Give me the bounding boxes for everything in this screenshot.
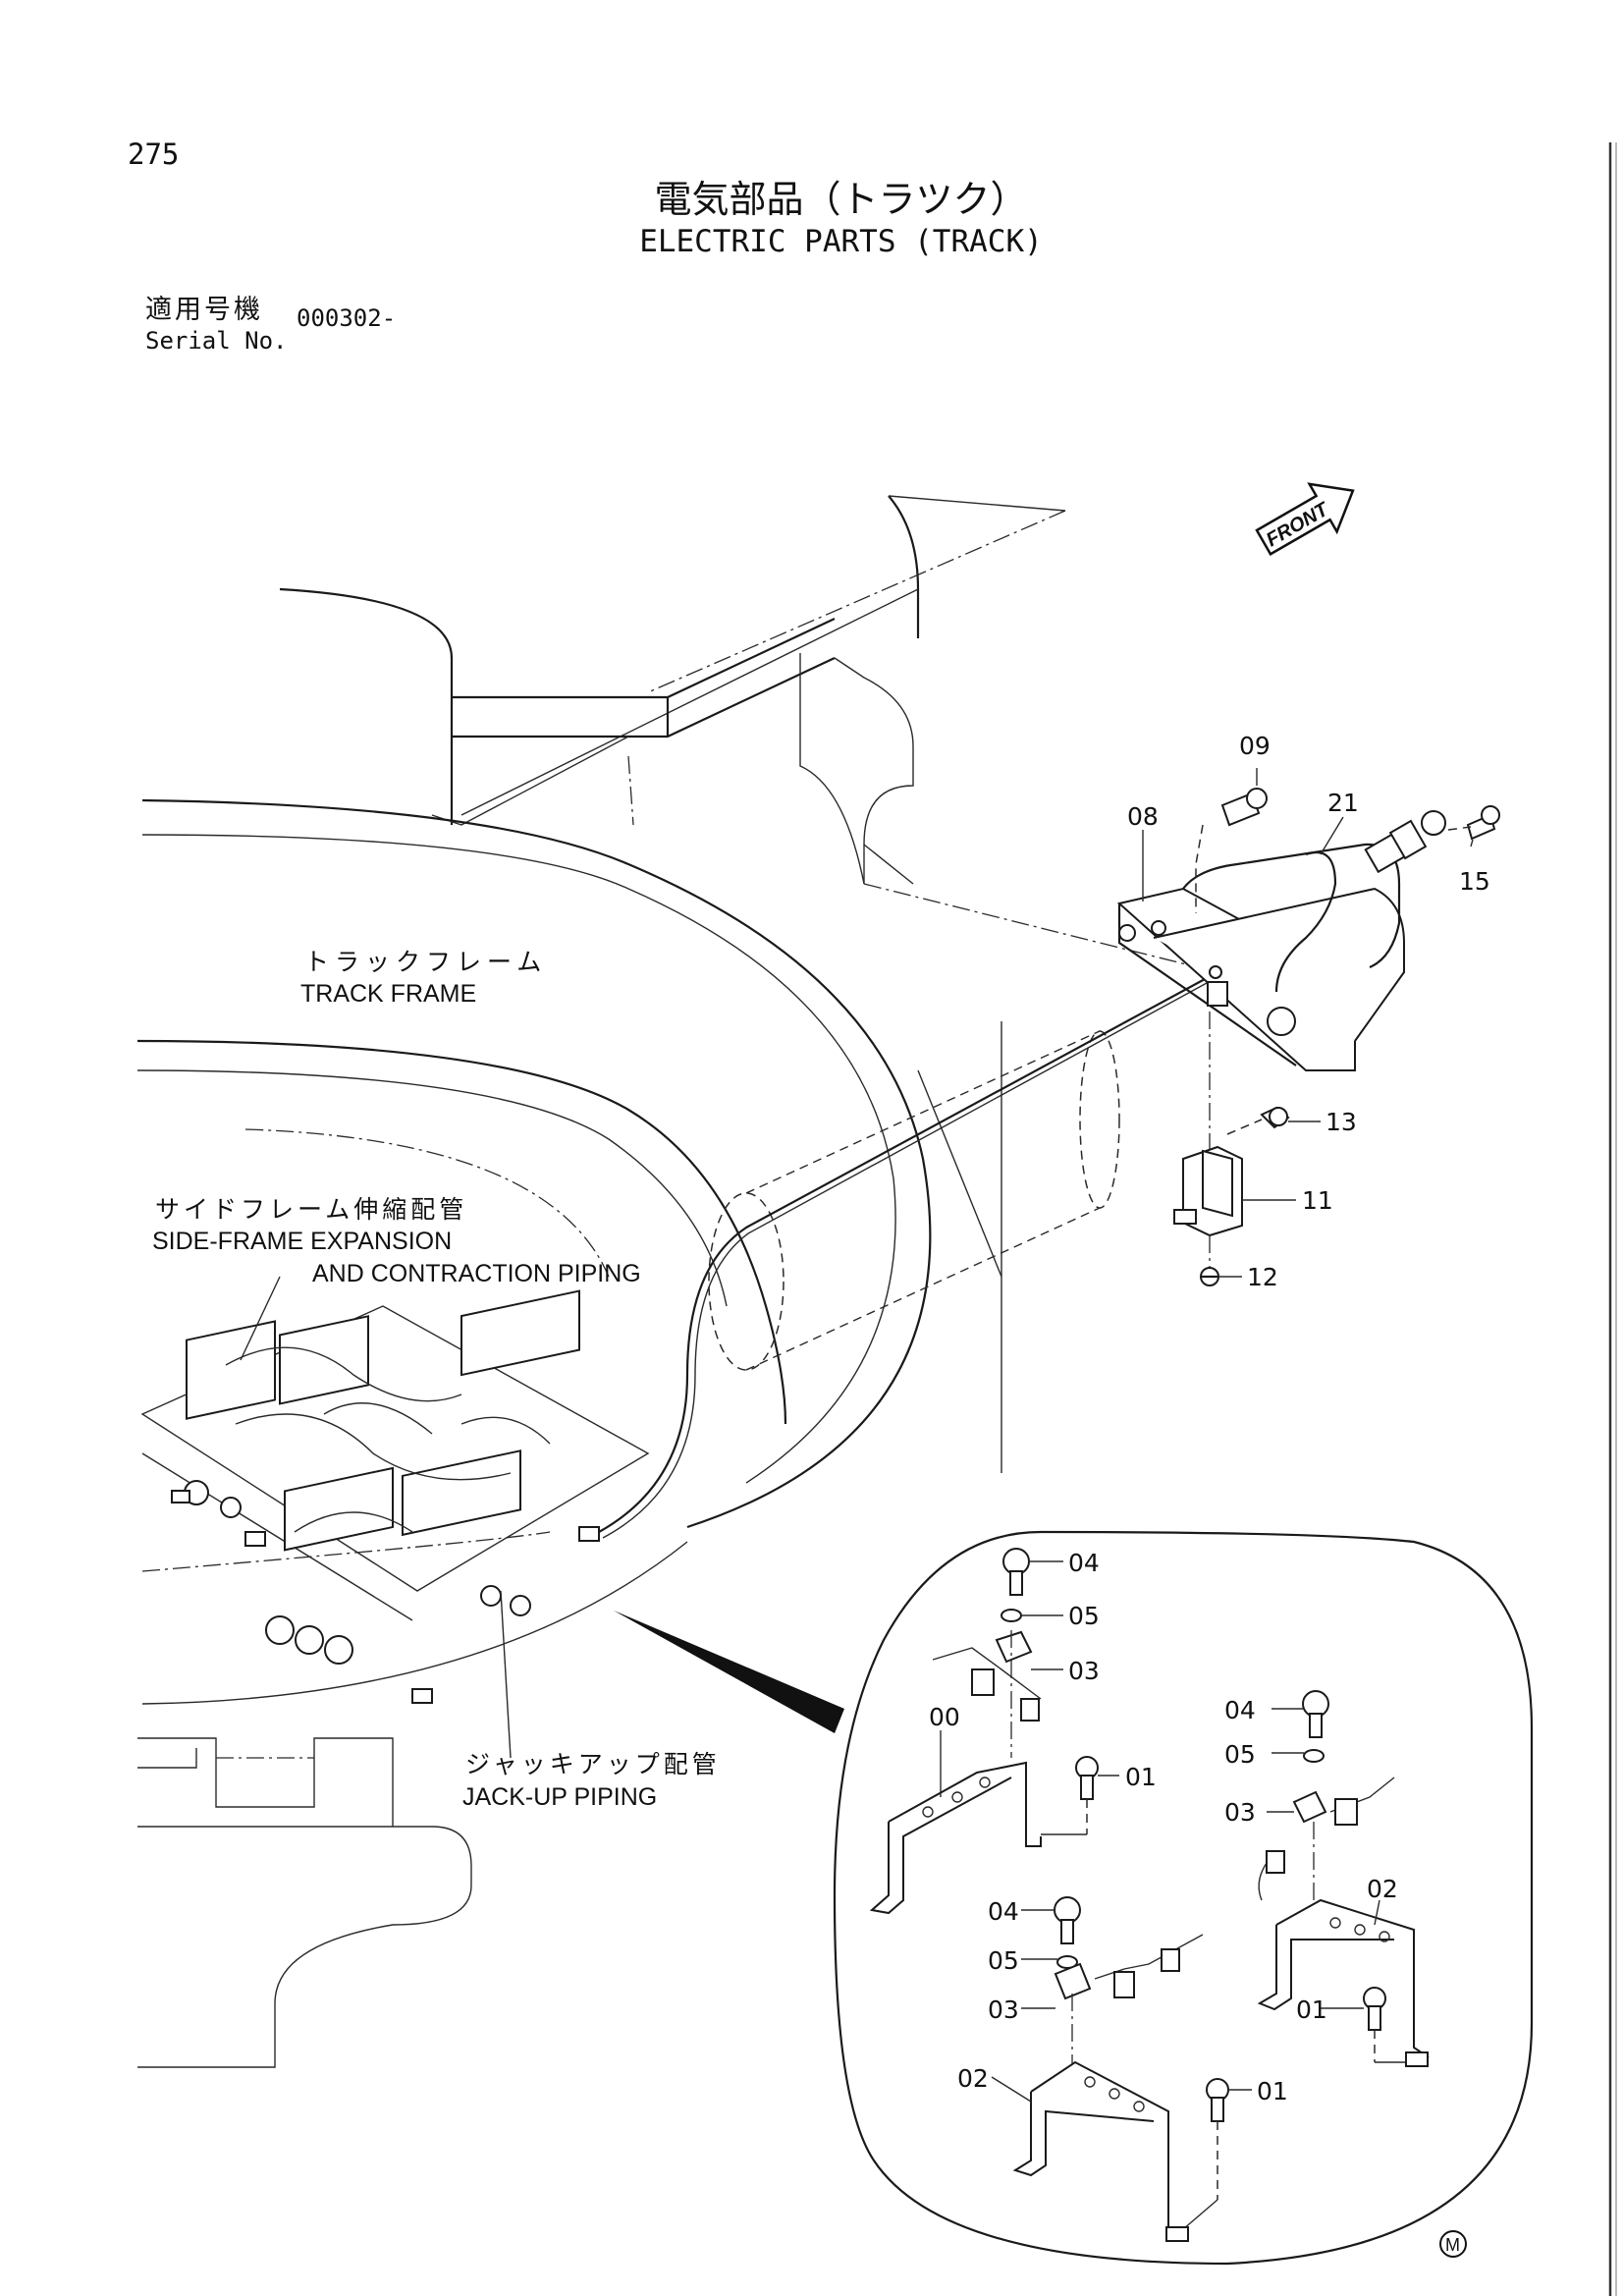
page-title-english: ELECTRIC PARTS (TRACK) <box>639 224 1043 259</box>
label-leader-lines <box>240 1276 512 1759</box>
track-frame-outline <box>136 798 1002 1705</box>
jackup-label-japanese: ジャッキアップ配管 <box>465 1751 721 1778</box>
detail-callout-04-b: 04 <box>1224 1696 1256 1724</box>
upper-structure-outline <box>279 495 1258 983</box>
callout-11: 11 <box>1302 1186 1333 1215</box>
front-direction-arrow: FRONT <box>1255 482 1355 556</box>
valve-block-assembly <box>140 1289 650 1704</box>
detail-view-bubble <box>833 1530 1534 2266</box>
jackup-label-english: JACK-UP PIPING <box>462 1783 657 1811</box>
track-frame-label-english: TRACK FRAME <box>300 980 476 1008</box>
detail-callout-01-c: 01 <box>1257 2077 1288 2105</box>
detail-callout-05-b: 05 <box>1224 1740 1256 1769</box>
side-frame-label-english-line2: AND CONTRACTION PIPING <box>312 1260 641 1287</box>
detail-clip-set-a <box>869 1548 1099 1915</box>
detail-pointer-wedge <box>614 1611 844 1733</box>
callout-leaders-upper <box>1142 768 1474 1278</box>
corner-mark-letter: M <box>1445 2235 1460 2255</box>
side-frame-label-english-line1: SIDE-FRAME EXPANSION <box>152 1228 452 1255</box>
callout-09: 09 <box>1239 732 1271 760</box>
detail-callout-05-a: 05 <box>1068 1602 1100 1630</box>
detail-callout-04-a: 04 <box>1068 1549 1100 1577</box>
cylinder-hidden-outline <box>708 1030 1120 1371</box>
callout-15: 15 <box>1459 867 1490 896</box>
side-frame-label-japanese: サイドフレーム伸縮配管 <box>155 1196 467 1224</box>
control-box-assembly <box>1116 788 1500 1071</box>
track-frame-label-japanese: トラックフレーム <box>304 949 547 976</box>
serial-label-japanese: 適用号機 <box>145 295 263 325</box>
detail-callout-leaders <box>940 1560 1380 2103</box>
detail-callout-01-b: 01 <box>1296 1995 1327 2024</box>
detail-callout-04-c: 04 <box>988 1897 1019 1926</box>
serial-label-english: Serial No. <box>145 327 288 355</box>
detail-callout-03-c: 03 <box>988 1995 1019 2024</box>
callout-13: 13 <box>1325 1108 1357 1136</box>
detail-clip-set-c <box>1012 1896 1229 2242</box>
lower-frame-outline <box>137 1737 472 2068</box>
detail-callout-02-b: 02 <box>957 2064 989 2093</box>
serial-number-value: 000302- <box>297 304 397 332</box>
mounting-bracket-assembly <box>1173 1011 1290 1286</box>
page-number: 275 <box>128 137 180 171</box>
detail-callout-05-c: 05 <box>988 1946 1019 1975</box>
detail-callout-01-a: 01 <box>1125 1763 1157 1791</box>
detail-callout-03-b: 03 <box>1224 1798 1256 1827</box>
callout-21: 21 <box>1327 789 1359 817</box>
detail-callout-00: 00 <box>929 1703 960 1731</box>
callout-08: 08 <box>1127 802 1159 831</box>
detail-callout-03-a: 03 <box>1068 1657 1100 1685</box>
detail-callout-02-a: 02 <box>1367 1875 1398 1903</box>
harness-cable <box>598 971 1218 1539</box>
callout-12: 12 <box>1247 1263 1278 1291</box>
page-title-japanese: 電気部品（トラツク） <box>654 178 1028 221</box>
corner-circled-m-mark: M <box>1439 2230 1467 2258</box>
detail-clip-set-b <box>1257 1690 1430 2067</box>
